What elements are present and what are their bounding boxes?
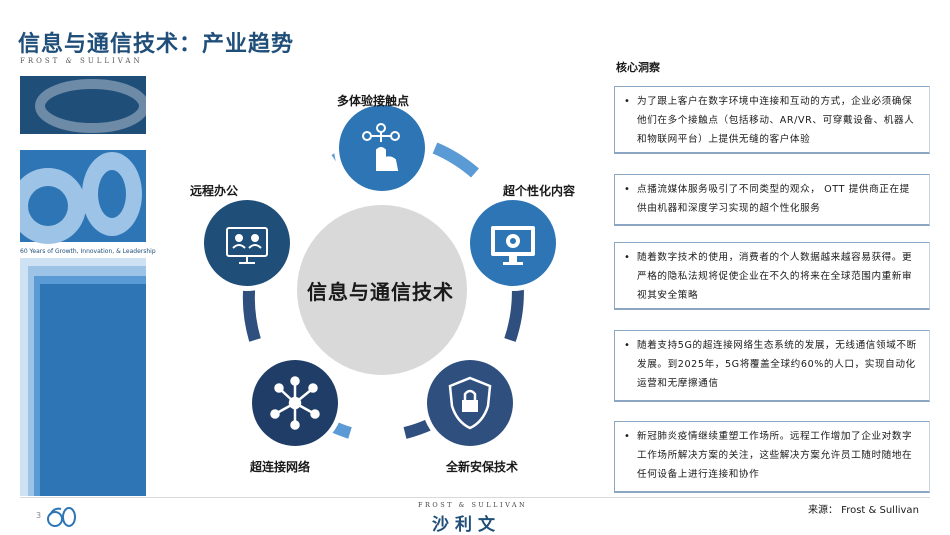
- node-multi-touchpoints: [334, 100, 430, 196]
- footer-brand-cn: 沙利文: [432, 515, 501, 535]
- node-hyper-connected: [247, 355, 343, 451]
- bullet-icon: •: [624, 340, 631, 351]
- shield-lock-icon: [448, 376, 492, 430]
- sixty-logo-icon: [47, 507, 76, 527]
- node-new-security: [422, 355, 518, 451]
- insight-text: 点播流媒体服务吸引了不同类型的观众， OTT 提供商正在提供由机器和深度学习实现…: [637, 184, 910, 214]
- source-note: 来源： Frost & Sullivan: [808, 505, 919, 516]
- anniversary-tagline: 60 Years of Growth, Innovation, & Leader…: [20, 248, 156, 255]
- insight-card: • 新冠肺炎疫情继续重塑工作场所。远程工作增加了企业对数字工作场所解决方案的关注…: [614, 421, 930, 493]
- bullet-icon: •: [624, 252, 631, 263]
- insight-card: • 随着支持5G的超连接网络生态系统的发展，无线通信领域不断发展。到2025年，…: [614, 330, 930, 402]
- insight-text: 为了跟上客户在数字环境中连接和互动的方式，企业必须确保他们在多个接触点（包括移动…: [637, 96, 915, 145]
- node-label-new-security: 全新安保技术: [446, 460, 519, 474]
- brand-logo-text: FROST & SULLIVAN: [20, 57, 143, 65]
- page-title: 信息与通信技术：产业趋势: [18, 32, 295, 57]
- node-remote-work: [199, 195, 295, 291]
- insight-card: • 随着数字技术的使用，消费者的个人数据越来越容易获得。更严格的隐私法规将促使企…: [614, 242, 930, 310]
- page-number: 3: [36, 511, 42, 520]
- center-circle: [297, 205, 467, 375]
- insight-text: 随着支持5G的超连接网络生态系统的发展，无线通信领域不断发展。到2025年，5G…: [637, 340, 917, 389]
- anniversary-banner: [20, 66, 146, 496]
- node-label-hyper-connected: 超连接网络: [250, 460, 311, 474]
- bullet-icon: •: [624, 431, 631, 442]
- center-label: 信息与通信技术: [307, 280, 454, 304]
- footer-brand-en: FROST & SULLIVAN: [418, 501, 528, 509]
- monitor-gear-icon: [491, 226, 535, 265]
- node-label-remote-work: 远程办公: [190, 184, 239, 198]
- bullet-icon: •: [624, 96, 631, 107]
- network-hub-icon: [270, 376, 320, 430]
- footer-divider: [20, 497, 930, 498]
- sixty-graphic: [20, 76, 146, 244]
- insight-text: 随着数字技术的使用，消费者的个人数据越来越容易获得。更严格的隐私法规将促使企业在…: [637, 252, 913, 301]
- node-label-hyper-personalized: 超个性化内容: [503, 184, 576, 198]
- touch-network-icon: [362, 123, 400, 171]
- gradient-blocks: [20, 258, 146, 496]
- insight-card: • 为了跟上客户在数字环境中连接和互动的方式，企业必须确保他们在多个接触点（包括…: [614, 86, 930, 154]
- insight-card: • 点播流媒体服务吸引了不同类型的观众， OTT 提供商正在提供由机器和深度学习…: [614, 174, 930, 226]
- node-hyper-personalized: [465, 195, 561, 291]
- ict-trend-diagram: [199, 100, 561, 451]
- bullet-icon: •: [624, 184, 631, 195]
- node-label-multi-touchpoints: 多体验接触点: [337, 94, 410, 108]
- insight-text: 新冠肺炎疫情继续重塑工作场所。远程工作增加了企业对数字工作场所解决方案的关注，这…: [637, 431, 913, 480]
- video-conference-icon: [226, 227, 268, 264]
- insights-title: 核心洞察: [616, 61, 660, 74]
